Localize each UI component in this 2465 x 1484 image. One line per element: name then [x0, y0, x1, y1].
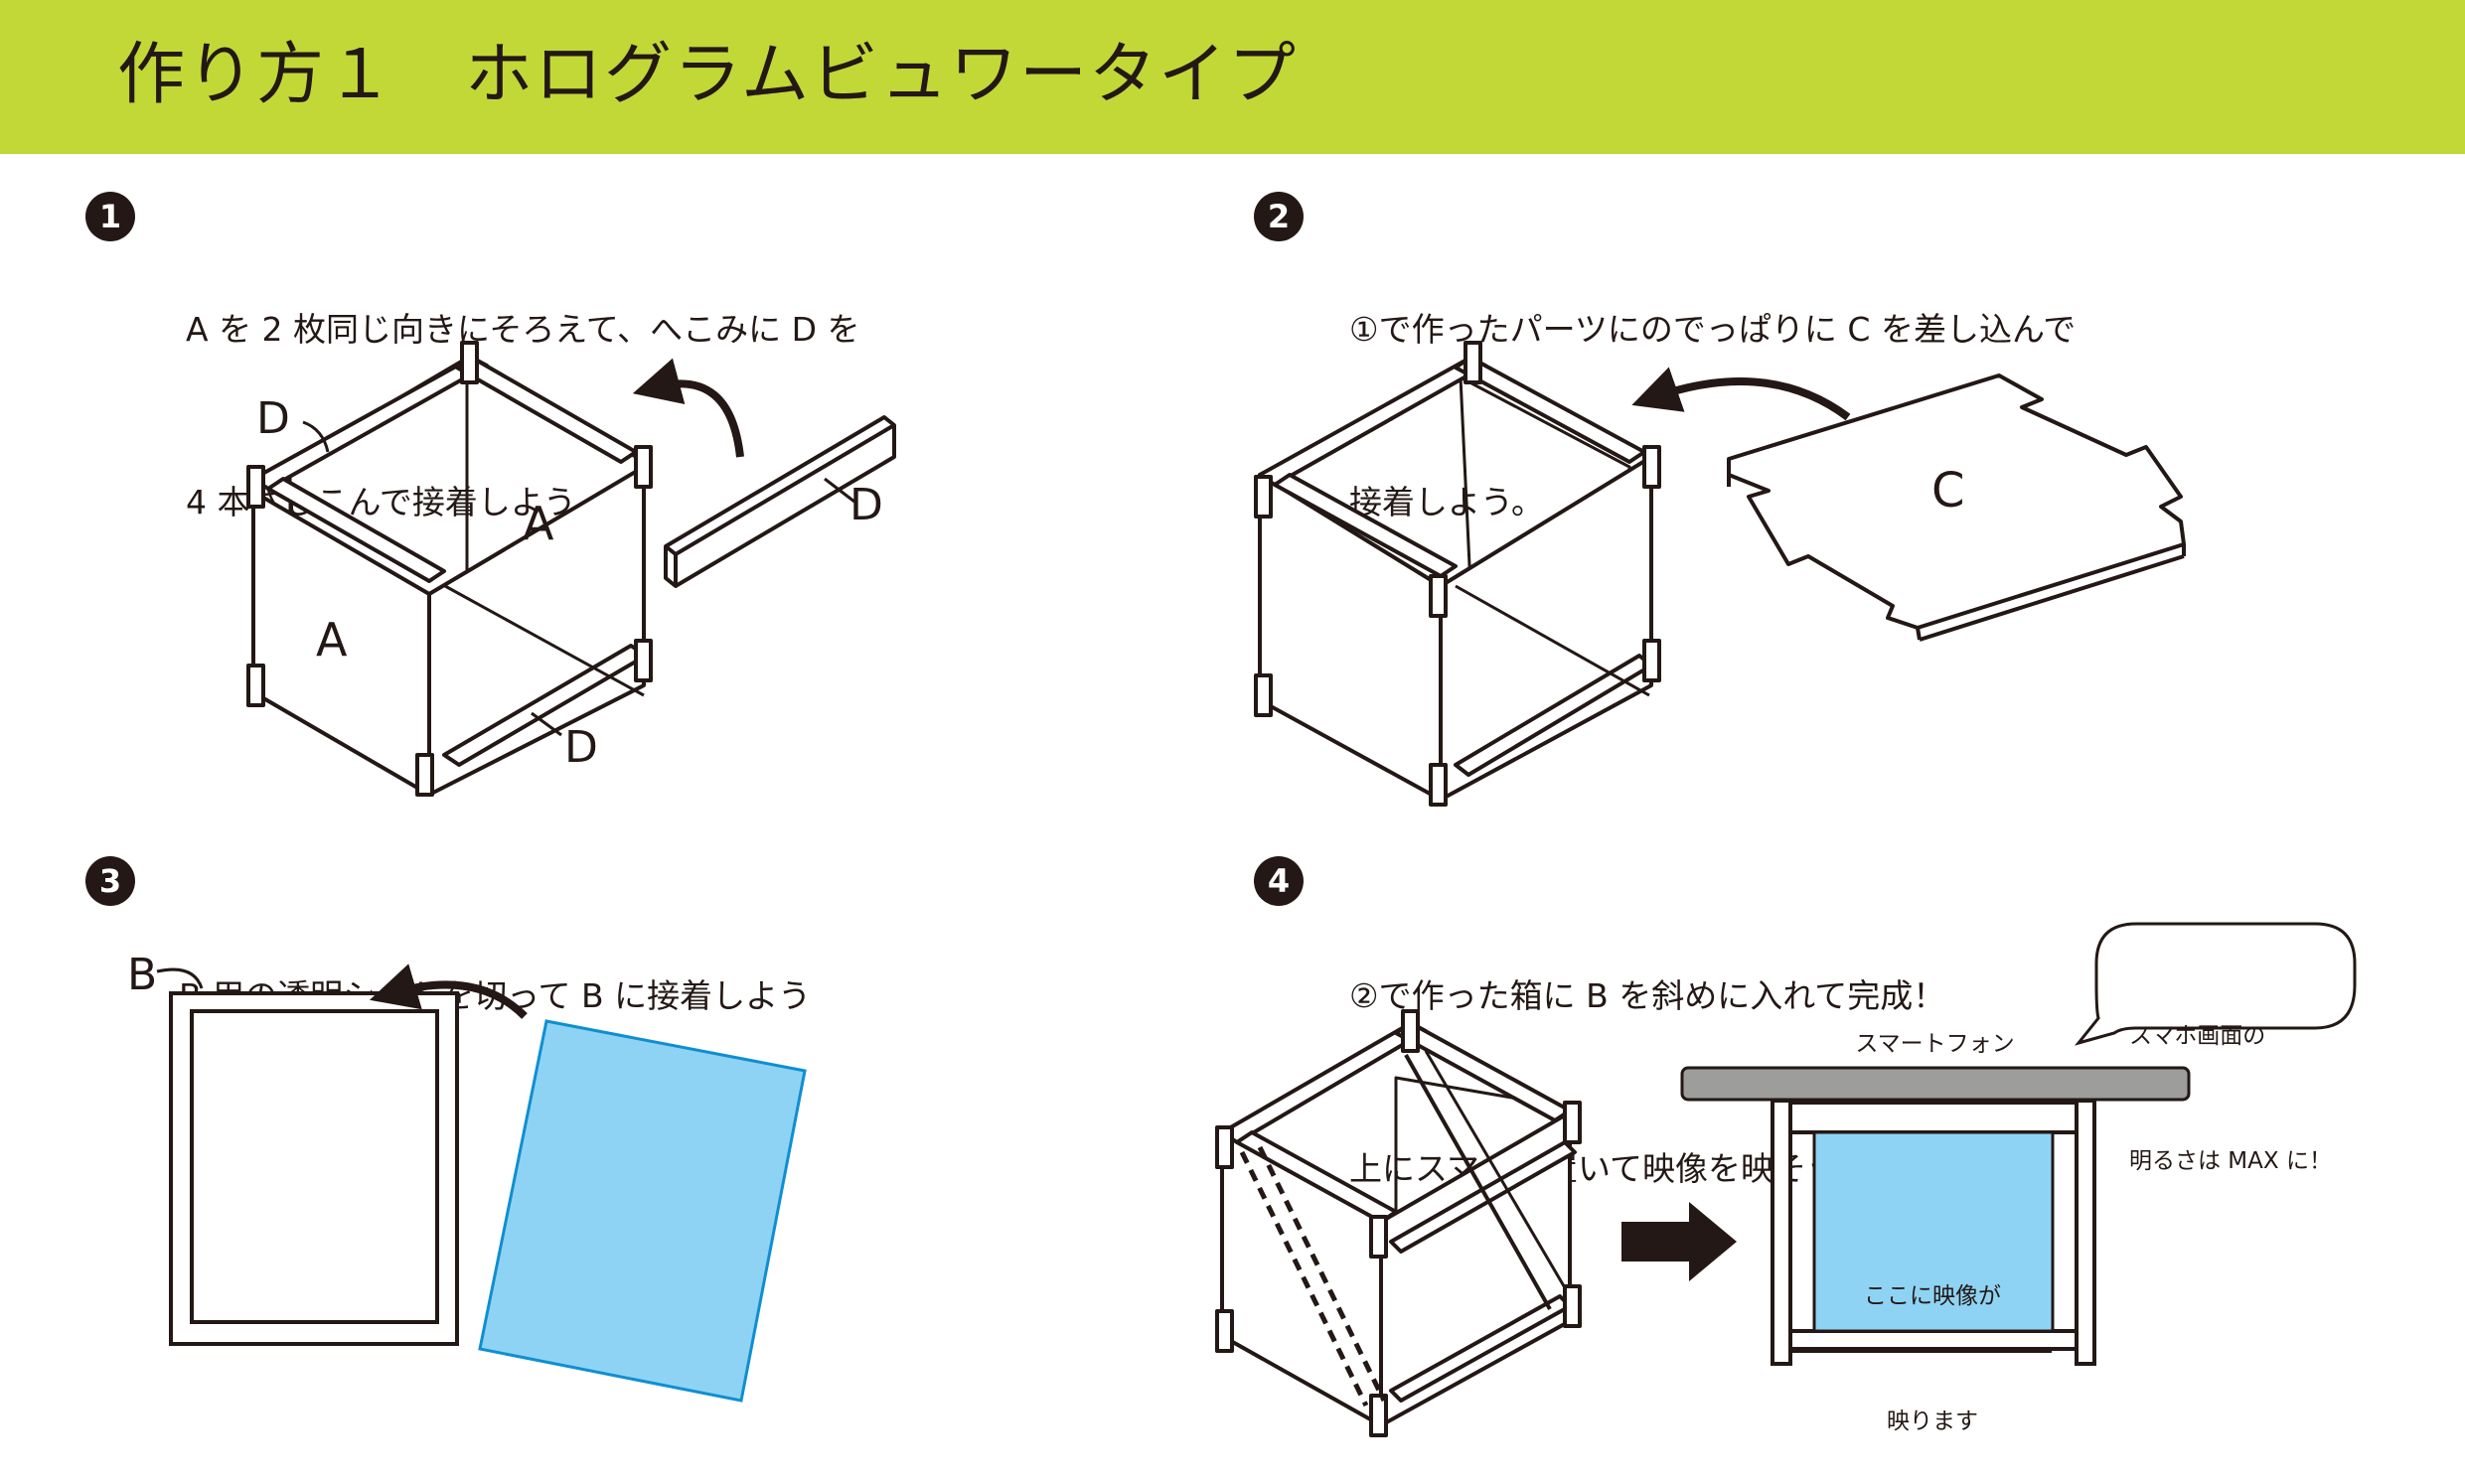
speech-bubble-text: スマホ画面の 明るさは MAX に！ — [2129, 932, 2332, 1224]
phone-viewer — [1680, 1066, 2191, 1366]
step-number-4: 4 — [1254, 856, 1304, 906]
figure-4-box — [1215, 1009, 1582, 1437]
label-d-3: D — [564, 722, 598, 773]
loose-bar-d — [664, 415, 896, 588]
figure-1-assembly — [246, 341, 653, 797]
tab-1 — [246, 465, 265, 509]
label-c: C — [1931, 463, 1965, 519]
tab-4 — [634, 445, 653, 489]
speech-bubble — [2074, 922, 2357, 1046]
tab-5 — [634, 639, 653, 682]
transparent-sheet — [478, 1019, 807, 1403]
tab-3 — [415, 753, 434, 797]
label-a-1: A — [523, 497, 554, 550]
screen-line-2: 映ります — [1887, 1409, 1978, 1434]
smartphone-label: スマートフォン — [1855, 1031, 2015, 1057]
bar-d-top-front — [266, 477, 446, 583]
bar-d-top-right — [455, 356, 638, 464]
page-title: 作り方１ ホログラムビュワータイプ — [117, 36, 1298, 114]
bubble-line-2: 明るさは MAX に！ — [2129, 1148, 2332, 1174]
panel-c — [1727, 373, 2186, 642]
frame-b — [169, 991, 459, 1346]
label-d-2: D — [849, 480, 883, 530]
box2-front-right — [1439, 455, 1653, 802]
figure-2-assembly — [1254, 341, 1661, 807]
panel-a-right — [427, 465, 646, 797]
step-2-text: ①で作ったパーツにのでっぱりに C を差し込んで 接着しよう。 — [1349, 186, 2076, 589]
step-2-line-1: ①で作ったパーツにのでっぱりに C を差し込んで — [1349, 310, 2077, 349]
label-a-2: A — [316, 613, 348, 667]
step-number-3: 3 — [85, 856, 135, 906]
arrow-fig2 — [1631, 367, 1851, 421]
step-number-1: 1 — [85, 192, 135, 241]
arrow-fig3 — [369, 964, 528, 1019]
box2-bar-top-right — [1454, 356, 1646, 464]
diagonal-b-dashed — [1239, 1145, 1387, 1408]
tab-2 — [246, 664, 265, 707]
illustrations: D D D A A C B — [127, 341, 2357, 1437]
arrow-fig4 — [1621, 1202, 1737, 1281]
tab-6 — [460, 341, 479, 384]
header-bar: 作り方１ ホログラムビュワータイプ — [0, 0, 2465, 154]
step-2-line-2: 接着しよう。 — [1349, 483, 1545, 521]
label-d-1: D — [256, 393, 290, 444]
label-b: B — [127, 950, 157, 1000]
screen-line-1: ここに映像が — [1864, 1283, 2001, 1309]
box2-bar-top-front — [1273, 473, 1458, 578]
bubble-line-1: スマホ画面の — [2129, 1023, 2266, 1049]
arrow-fig1 — [632, 358, 744, 458]
step-1-text: A を 2 枚同じ向きにそろえて、へこみに D を 4 本さしこんで接着しよう。 — [186, 186, 859, 589]
step-1-line-1: A を 2 枚同じ向きにそろえて、へこみに D を — [186, 310, 860, 349]
smartphone-bar — [1680, 1066, 2191, 1102]
box2-bar-top-left — [1258, 356, 1487, 487]
step-4-line-1: ②で作った箱に B を斜めに入れて完成！ — [1349, 976, 1946, 1015]
step-number-2: 2 — [1254, 192, 1304, 241]
screen-caption: ここに映像が 映ります — [1843, 1192, 2022, 1484]
